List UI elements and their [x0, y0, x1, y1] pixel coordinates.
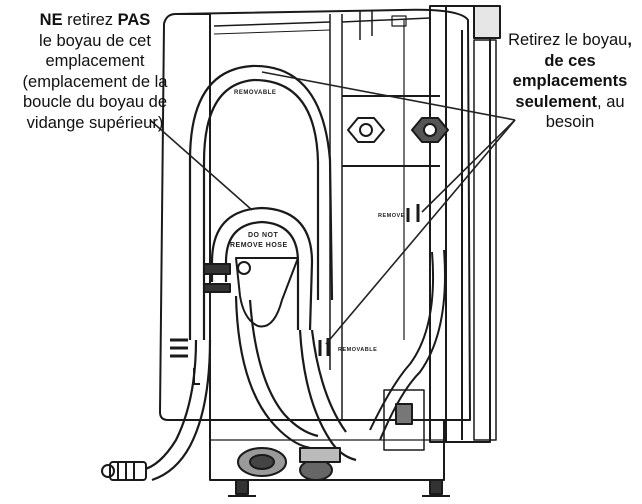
upper-hose-loop-inner [202, 78, 320, 340]
hex-fitting-left [347, 117, 385, 143]
right-callout-bold: , de ces emplacements seulement [512, 31, 632, 111]
pump-assembly [237, 447, 341, 481]
right-side-hose [379, 249, 446, 441]
left-bracket [170, 338, 188, 358]
label-removable-bottom: REMOVABLE [338, 347, 377, 353]
leader-removable-bottom [325, 119, 516, 345]
foot-right [429, 479, 443, 495]
cabinet-outline [159, 13, 211, 421]
hose-end-fitting [101, 461, 147, 481]
leader-removable-top [261, 71, 516, 121]
left-callout-bold-start: NE [39, 11, 63, 29]
right-frame-rail [473, 39, 497, 441]
right-callout-text-2: , au besoin [545, 92, 625, 132]
top-right-block [473, 5, 501, 39]
label-remove-side: REMOVE [378, 213, 405, 219]
right-callout: Retirez le boyau, de ces emplacements se… [498, 30, 642, 133]
hose-to-pump-b [298, 329, 357, 462]
base-frame [209, 419, 445, 481]
leader-do-not-remove [149, 119, 253, 211]
hose-to-pump-a [234, 295, 311, 450]
lower-hose-loop-inner [224, 220, 300, 330]
leader-lines [149, 71, 516, 345]
foot-left [235, 479, 249, 495]
lower-hose-loop-outer [210, 206, 314, 331]
right-callout-text-1: Retirez le boyau [508, 31, 628, 49]
label-removable-top: REMOVABLE [234, 90, 276, 96]
air-gap-funnel [235, 257, 299, 328]
label-do-not: DO NOT [248, 232, 278, 239]
upper-hose-loop-outer [188, 64, 334, 340]
label-remove-hose: REMOVE HOSE [230, 242, 288, 249]
left-callout-bold-mid: PAS [117, 11, 151, 29]
left-callout-text-2: le boyau de cet emplacement (emplacement… [22, 31, 168, 132]
right-frame-outer [429, 5, 491, 443]
left-callout: NE retirez PAS le boyau de cet emplaceme… [2, 10, 188, 133]
tub-outline [168, 8, 471, 421]
leader-remove-side [421, 119, 516, 213]
left-callout-text-1: retirez [62, 11, 118, 29]
